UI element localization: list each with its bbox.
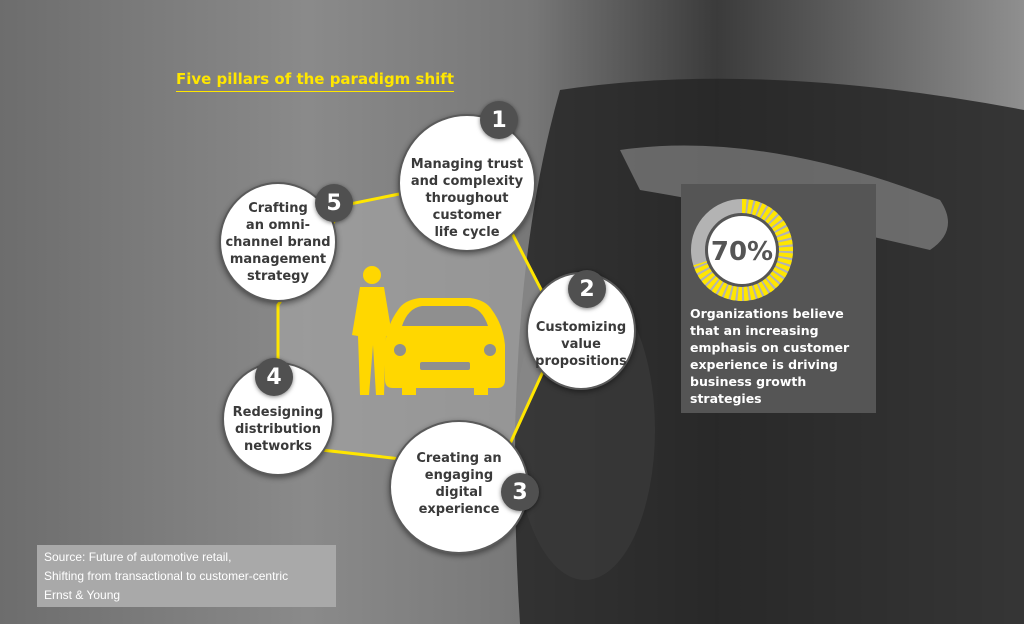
- person-head: [363, 266, 381, 284]
- pillar-number-badge-1: 1: [480, 101, 518, 139]
- person-body: [352, 287, 392, 395]
- pillar-number-badge-4: 4: [255, 358, 293, 396]
- car-windshield: [402, 306, 488, 326]
- pillar-label-1: Managing trust and complexity throughout…: [410, 156, 524, 240]
- source-line-1: Source: Future of automotive retail,: [44, 550, 232, 564]
- pillar-label-4: Redesigning distribution networks: [232, 404, 324, 454]
- pillar-number-badge-3: 3: [501, 473, 539, 511]
- donut-center: [708, 216, 776, 284]
- source-line-3: Ernst & Young: [44, 588, 121, 602]
- pillar-number-badge-2: 2: [568, 270, 606, 308]
- source-line-2: Shifting from transactional to customer-…: [44, 569, 289, 583]
- person-and-car-icon: [352, 266, 505, 395]
- stat-description: Organizations believe that an increasing…: [690, 306, 850, 406]
- percentage-donut: 70%: [691, 199, 793, 301]
- stat-panel: 70% Organizations believe that an increa…: [681, 184, 876, 413]
- car-grille: [420, 362, 470, 370]
- source-note: Source: Future of automotive retail, Shi…: [37, 545, 336, 607]
- pillar-label-5: Crafting an omni- channel brand manageme…: [225, 200, 331, 284]
- car-headlight-left: [394, 344, 406, 356]
- percentage-value: 70%: [711, 237, 773, 267]
- car-headlight-right: [484, 344, 496, 356]
- pillar-number-badge-5: 5: [315, 184, 353, 222]
- donut-progress-ring: [691, 199, 793, 301]
- pillar-circle-4: Redesigning distribution networks: [222, 362, 334, 476]
- pillar-circle-1: Managing trust and complexity throughout…: [398, 114, 536, 252]
- page-title: Five pillars of the paradigm shift: [176, 70, 454, 92]
- pillar-label-3: Creating an engaging digital experience: [416, 451, 502, 517]
- pillar-label-2: Customizing value propositions: [535, 319, 627, 369]
